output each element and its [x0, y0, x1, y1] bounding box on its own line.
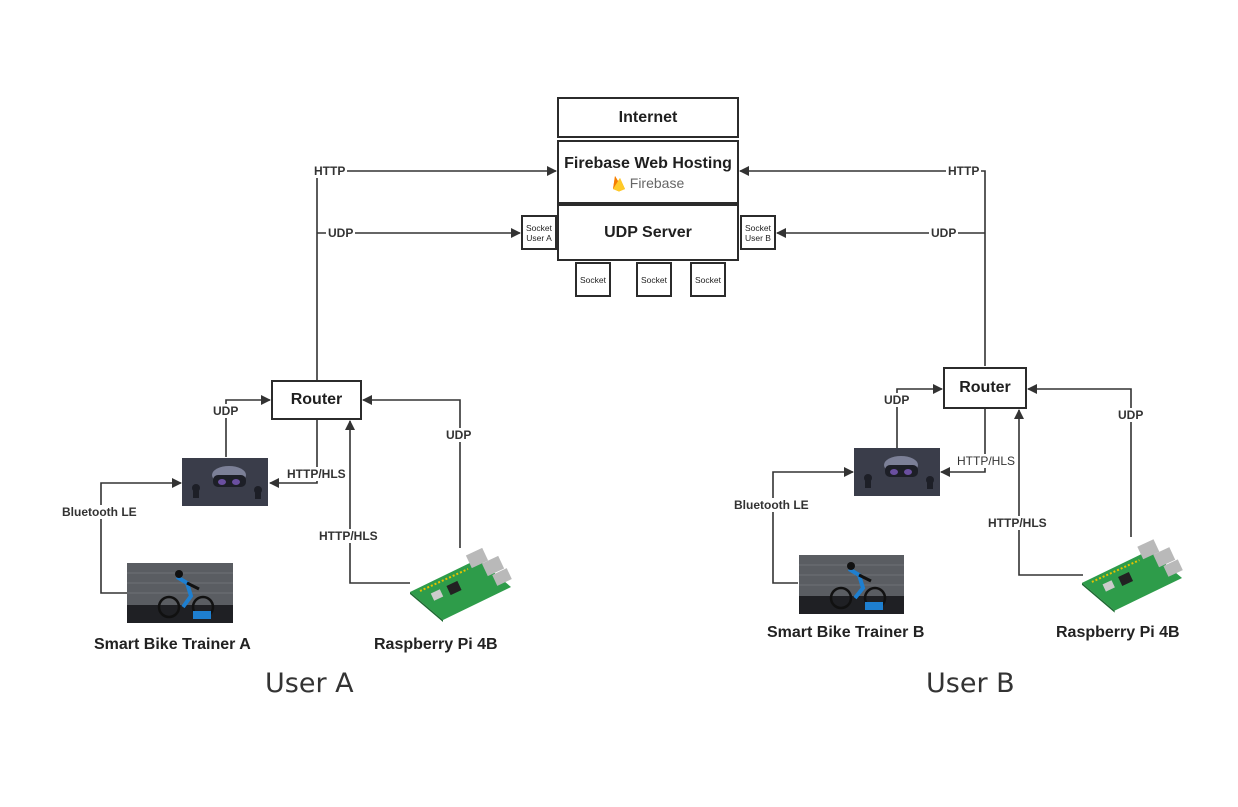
- edge-label-a-udp-server: UDP: [326, 226, 356, 240]
- firebase-logo-text: Firebase: [629, 174, 685, 191]
- edge-b-http-hls-pi: [1014, 409, 1083, 576]
- socket-box-1: Socket: [575, 262, 611, 297]
- edge-b-udp-headset: [896, 384, 943, 448]
- firebase-logo: Firebase: [612, 174, 684, 192]
- edge-label-a-bluetooth: Bluetooth LE: [60, 505, 139, 519]
- edge-label-b-http: HTTP: [946, 164, 982, 178]
- edge-label-a-udp-headset: UDP: [211, 404, 241, 418]
- edge-label-a-http: HTTP: [312, 164, 348, 178]
- edge-label-b-bluetooth: Bluetooth LE: [732, 498, 811, 512]
- router-b-label: Router: [959, 379, 1011, 396]
- internet-label: Internet: [618, 108, 678, 126]
- edge-b-bluetooth: [772, 467, 854, 584]
- pi-b-label: Raspberry Pi 4B: [1056, 624, 1180, 641]
- socket-label-2: Socket: [641, 274, 667, 285]
- trainer-a-label: Smart Bike Trainer A: [94, 636, 251, 653]
- router-a-box: Router: [271, 380, 362, 420]
- user-b-group-label: User B: [926, 668, 1015, 699]
- user-a-group-label: User A: [265, 668, 354, 699]
- socket-user-b-box: Socket User B: [740, 215, 776, 250]
- edge-a-http-hls-pi: [345, 420, 410, 584]
- edge-b-http: [739, 166, 986, 366]
- edge-a-udp-headset: [225, 395, 271, 457]
- vr-headset-a-icon: [182, 458, 268, 506]
- udp-server-label: UDP Server: [604, 223, 692, 241]
- socket-user-a-label: Socket User A: [526, 222, 552, 243]
- edge-label-a-http-hls-headset: HTTP/HLS: [285, 467, 348, 481]
- edge-label-b-udp-pi: UDP: [1116, 408, 1146, 422]
- edge-a-udp-pi: [362, 395, 461, 548]
- edge-label-b-http-hls-headset: HTTP/HLS: [955, 454, 1018, 468]
- edge-label-b-udp-headset: UDP: [882, 393, 912, 407]
- edge-a-http: [316, 166, 557, 380]
- edge-label-b-http-hls-pi: HTTP/HLS: [986, 516, 1049, 530]
- socket-box-3: Socket: [690, 262, 726, 297]
- edge-label-a-http-hls-pi: HTTP/HLS: [317, 529, 380, 543]
- firebase-hosting-box: Firebase Web Hosting Firebase: [557, 140, 739, 204]
- edge-b-http-hls-headset: [940, 409, 986, 477]
- socket-user-b-label: Socket User B: [745, 222, 771, 243]
- edge-b-udp-pi: [1027, 384, 1132, 537]
- raspberry-pi-a-icon: [408, 547, 513, 622]
- firebase-hosting-label: Firebase Web Hosting: [564, 154, 732, 172]
- bike-trainer-a-photo: [127, 563, 233, 623]
- udp-server-box: UDP Server: [557, 204, 739, 261]
- edge-a-bluetooth: [100, 478, 182, 594]
- vr-headset-b-icon: [854, 448, 940, 496]
- socket-label-3: Socket: [695, 274, 721, 285]
- edge-label-a-udp-pi: UDP: [444, 428, 474, 442]
- trainer-b-label: Smart Bike Trainer B: [767, 624, 925, 641]
- raspberry-pi-b-icon: [1080, 538, 1184, 613]
- edge-label-b-udp-server: UDP: [929, 226, 959, 240]
- socket-label-1: Socket: [580, 274, 606, 285]
- socket-user-a-box: Socket User A: [521, 215, 557, 250]
- socket-box-2: Socket: [636, 262, 672, 297]
- internet-box: Internet: [557, 97, 739, 138]
- router-a-label: Router: [290, 391, 343, 408]
- edge-a-http-hls-headset: [269, 420, 318, 488]
- bike-trainer-b-photo: [799, 555, 904, 614]
- firebase-flame-icon: [612, 175, 625, 191]
- router-b-box: Router: [943, 367, 1027, 409]
- pi-a-label: Raspberry Pi 4B: [374, 636, 498, 653]
